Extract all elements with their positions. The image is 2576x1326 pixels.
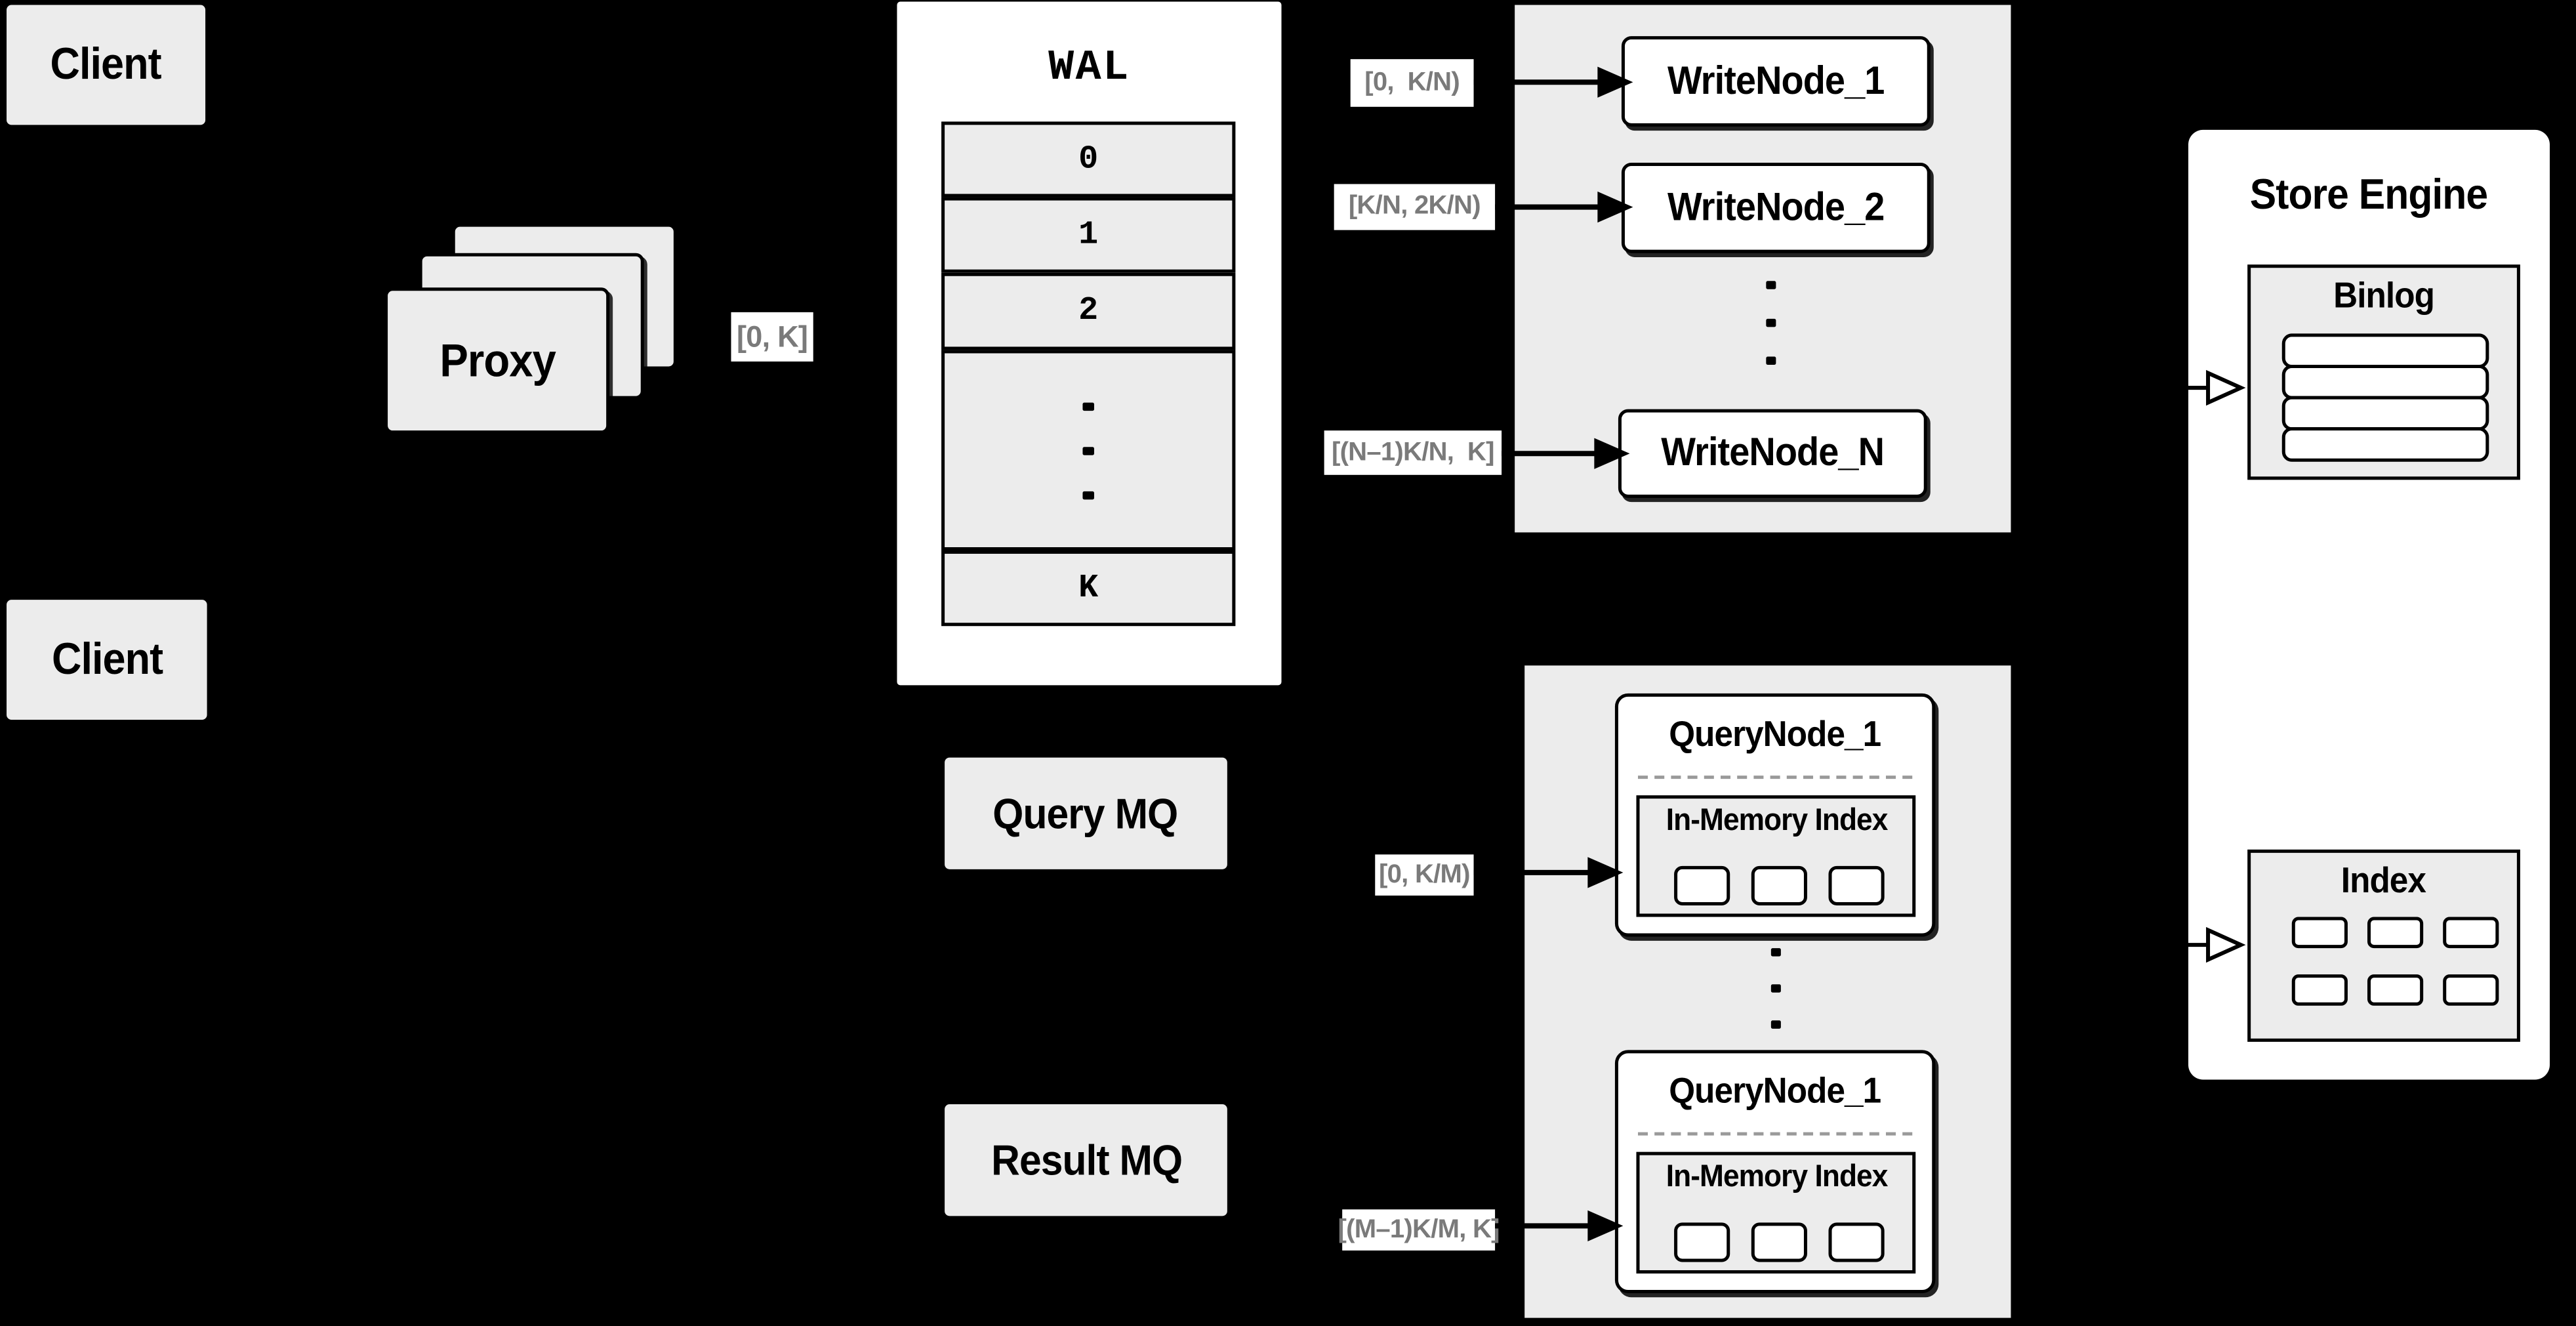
binlog-row	[2281, 364, 2489, 400]
index-segment	[2443, 974, 2499, 1006]
range-label-wal-to-writenode-2: [K/N, 2K/N)	[1334, 184, 1496, 230]
index-segment	[2443, 917, 2499, 949]
query-mq-node: Query MQ	[945, 757, 1227, 869]
wal-panel: WAL 0 1 2 K	[897, 1, 1282, 686]
in-memory-index-title: In-Memory Index	[1665, 803, 1887, 839]
result-mq-label: Result MQ	[990, 1134, 1182, 1184]
client-top-label: Client	[50, 39, 162, 89]
query-node-1: QueryNode_1 In-Memory Index	[1614, 693, 1936, 937]
index-panel: Index	[2247, 849, 2520, 1042]
wal-row-k: K	[941, 550, 1236, 627]
binlog-row	[2281, 333, 2489, 369]
client-bottom-label: Client	[51, 634, 163, 684]
write-node-group: WriteNode_1 WriteNode_2 WriteNode_N	[1515, 5, 2011, 533]
query-mq-label: Query MQ	[993, 787, 1179, 838]
query-node-2-title: QueryNode_1	[1669, 1069, 1882, 1111]
write-node-2: WriteNode_2	[1621, 162, 1931, 253]
query-node-2: QueryNode_1 In-Memory Index	[1614, 1050, 1936, 1294]
binlog-panel: Binlog	[2247, 264, 2520, 480]
index-segment	[2291, 974, 2348, 1006]
write-node-n-label: WriteNode_N	[1661, 430, 1885, 475]
query-node-2-title-wrap: QueryNode_1	[1618, 1069, 1932, 1112]
index-segment	[1828, 865, 1885, 905]
index-segment	[2291, 917, 2348, 949]
write-node-1-label: WriteNode_1	[1667, 58, 1885, 103]
index-segment	[2367, 974, 2424, 1006]
index-segment	[1751, 865, 1807, 905]
store-engine-panel: Store Engine Binlog Index	[2188, 129, 2550, 1080]
query-node-1-title-wrap: QueryNode_1	[1618, 713, 1932, 756]
index-segment	[1674, 1222, 1730, 1262]
in-memory-index-panel: In-Memory Index	[1636, 795, 1916, 917]
binlog-row	[2281, 427, 2489, 462]
in-memory-index-title: In-Memory Index	[1665, 1160, 1887, 1195]
dashed-divider	[1637, 776, 1913, 779]
result-mq-node: Result MQ	[945, 1104, 1227, 1216]
vertical-ellipsis-icon	[1766, 281, 1776, 365]
range-label-wal-to-writenode-1: [0, K/N)	[1350, 59, 1474, 107]
range-label-querymq-to-querynode: [0, K/M)	[1375, 854, 1474, 896]
write-node-n: WriteNode_N	[1618, 409, 1927, 498]
index-segment	[1674, 865, 1730, 905]
vertical-ellipsis-icon	[1082, 402, 1094, 499]
store-engine-title-wrap: Store Engine	[2188, 169, 2550, 220]
index-segment	[1828, 1222, 1885, 1262]
binlog-title: Binlog	[2333, 274, 2435, 316]
in-memory-index-panel: In-Memory Index	[1636, 1151, 1916, 1274]
query-node-group: QueryNode_1 In-Memory Index QueryNode_1 …	[1524, 665, 2011, 1318]
wal-title: WAL	[1048, 43, 1130, 93]
write-node-2-label: WriteNode_2	[1667, 184, 1885, 230]
store-engine-title: Store Engine	[2250, 169, 2488, 219]
proxy-card-front: Proxy	[384, 287, 610, 434]
index-segment	[1751, 1222, 1807, 1262]
wal-row-1: 1	[941, 197, 1236, 273]
dashed-divider	[1637, 1132, 1913, 1136]
range-label-proxy-to-wal: [0, K]	[731, 312, 813, 362]
vertical-ellipsis-icon	[1770, 948, 1781, 1029]
wal-row-0: 0	[941, 121, 1236, 197]
binlog-row	[2281, 396, 2489, 431]
query-node-1-title: QueryNode_1	[1669, 713, 1882, 755]
wal-title-wrap: WAL	[897, 43, 1281, 92]
wal-row-2: 2	[941, 272, 1236, 350]
range-label-wal-to-writenode-n: [(N–1)K/N, K]	[1324, 430, 1502, 475]
write-node-1: WriteNode_1	[1621, 36, 1931, 127]
client-node-top: Client	[7, 5, 206, 125]
index-title: Index	[2341, 859, 2426, 901]
wal-row-ellipsis	[941, 350, 1236, 551]
client-node-bottom: Client	[7, 600, 207, 720]
index-segment	[2367, 917, 2424, 949]
range-label-resultmq-to-querynode: [(M–1)K/M, K]	[1338, 1209, 1500, 1251]
proxy-label: Proxy	[439, 334, 556, 386]
